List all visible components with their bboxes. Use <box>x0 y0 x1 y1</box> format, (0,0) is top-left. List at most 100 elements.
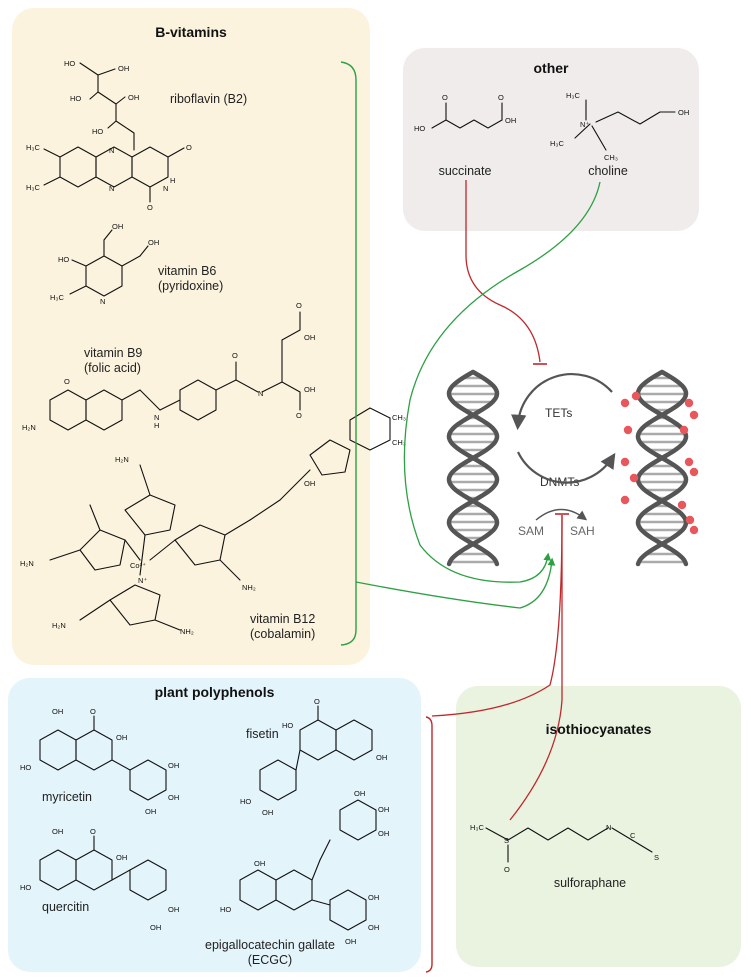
svg-text:O: O <box>90 707 96 716</box>
svg-text:HO: HO <box>64 59 75 68</box>
svg-text:OH: OH <box>378 805 389 814</box>
myricetin-label: myricetin <box>42 790 93 804</box>
vitamin-b9-label: vitamin B9 <box>84 346 143 360</box>
svg-text:O: O <box>232 351 238 360</box>
other-panel <box>403 48 699 231</box>
svg-text:S: S <box>504 836 509 845</box>
svg-text:N: N <box>606 823 611 832</box>
methyl-group-dot <box>620 398 630 408</box>
methyl-group-dot <box>685 515 695 525</box>
svg-text:OH: OH <box>52 827 63 836</box>
svg-text:OH: OH <box>304 385 315 394</box>
svg-text:H₃C: H₃C <box>26 143 40 152</box>
svg-text:HO: HO <box>240 797 251 806</box>
svg-text:OH: OH <box>254 859 265 868</box>
svg-text:HO: HO <box>220 905 231 914</box>
quercitin-structure: O OH HO OH OH OH <box>20 827 179 932</box>
methyl-group-dot <box>623 425 633 435</box>
cobalamin-structure: Co³⁺ N⁺ H₂N H₂N H₂N NH₂ NH₂ OH CH₃ CH₃ <box>20 407 406 636</box>
choline-activation-arrow <box>403 181 601 583</box>
svg-text:OH: OH <box>168 793 179 802</box>
vitamin-b12-label: vitamin B12 <box>250 612 316 626</box>
svg-text:OH: OH <box>262 808 273 817</box>
svg-text:HO: HO <box>414 124 425 133</box>
b-vitamins-bracket <box>340 61 357 646</box>
dna-strand <box>635 369 689 567</box>
dnmts-cycle-arrow <box>517 451 616 484</box>
svg-text:S: S <box>654 853 659 862</box>
svg-text:HO: HO <box>92 127 103 136</box>
sulforaphane-structure: H₃C S O N C S <box>470 823 659 874</box>
svg-text:NH₂: NH₂ <box>180 627 194 636</box>
methyl-group-dot <box>684 398 694 408</box>
svg-text:H₂N: H₂N <box>22 423 36 432</box>
quercitin-label: quercitin <box>42 900 90 914</box>
svg-text:OH: OH <box>128 93 139 102</box>
polyphenols-bracket <box>425 716 433 973</box>
svg-text:OH: OH <box>116 853 127 862</box>
svg-text:O: O <box>314 697 320 706</box>
unmethylated-dna-helix <box>446 369 500 567</box>
svg-text:OH: OH <box>678 108 689 117</box>
svg-text:N: N <box>258 389 263 398</box>
svg-text:H₂N: H₂N <box>115 455 129 464</box>
svg-text:O: O <box>296 411 302 420</box>
svg-text:N: N <box>154 413 159 422</box>
svg-text:O: O <box>147 203 153 212</box>
methyl-group-dot <box>620 457 630 467</box>
svg-text:H₃C: H₃C <box>550 139 564 148</box>
svg-text:CH₃: CH₃ <box>604 153 618 162</box>
plant-polyphenols-title: plant polyphenols <box>154 684 275 700</box>
riboflavin-structure: HO HO OH HO OH N N N O O H H₃C H₃C <box>26 59 192 212</box>
fisetin-label: fisetin <box>246 727 279 741</box>
isothiocyanates-title: isothiocyanates <box>545 721 652 737</box>
svg-text:N: N <box>163 184 168 193</box>
sulforaphane-label: sulforaphane <box>553 876 627 890</box>
svg-text:H₃C: H₃C <box>50 293 64 302</box>
svg-text:N: N <box>109 146 114 155</box>
svg-text:Co³⁺: Co³⁺ <box>130 561 146 570</box>
svg-text:N: N <box>100 297 105 306</box>
sulforaphane-inhibition-line <box>509 515 563 821</box>
svg-text:OH: OH <box>354 789 365 798</box>
isothiocyanates-panel <box>456 686 741 967</box>
methyl-group-dot <box>689 467 699 477</box>
dna-strand <box>635 369 689 567</box>
b-vitamins-activation-arrow <box>355 557 556 609</box>
vitamin-b6-alt-label: (pyridoxine) <box>158 279 224 293</box>
svg-text:OH: OH <box>505 116 516 125</box>
svg-text:C: C <box>630 831 636 840</box>
folic-acid-structure: O N H O N O OH OH O H₂N <box>22 301 315 432</box>
methyl-group-dot <box>631 391 641 401</box>
methylated-dna-helix <box>635 369 689 567</box>
succinate-structure: O O HO OH <box>414 93 516 133</box>
svg-text:O: O <box>504 865 510 874</box>
svg-text:HO: HO <box>58 255 69 264</box>
svg-text:OH: OH <box>145 807 156 816</box>
svg-text:O: O <box>90 827 96 836</box>
methyl-group-dot <box>677 500 687 510</box>
svg-text:OH: OH <box>168 761 179 770</box>
plant-polyphenols-panel <box>8 678 421 972</box>
pyridoxine-structure: OH OH HO N H₃C <box>50 222 159 306</box>
methyl-group-dot <box>629 473 639 483</box>
svg-text:OH: OH <box>304 333 315 342</box>
tets-label: TETs <box>545 406 573 420</box>
svg-text:OH: OH <box>378 829 389 838</box>
choline-structure: N⁺ H₃C H₃C CH₃ OH <box>550 91 689 162</box>
svg-text:N: N <box>109 184 114 193</box>
svg-text:O: O <box>498 93 504 102</box>
svg-text:OH: OH <box>112 222 123 231</box>
b-vitamins-panel <box>12 8 370 665</box>
svg-text:OH: OH <box>368 923 379 932</box>
sam-to-sah-arrow <box>535 508 588 521</box>
b-vitamins-title: B-vitamins <box>155 24 227 40</box>
svg-text:OH: OH <box>168 905 179 914</box>
ecgc-label: epigallocatechin gallate <box>205 938 335 952</box>
succinate-label: succinate <box>438 164 492 178</box>
svg-text:OH: OH <box>304 479 315 488</box>
svg-text:CH₃: CH₃ <box>392 438 406 447</box>
svg-text:H₂N: H₂N <box>20 559 34 568</box>
ecgc-structure: OH HO OH OH OH OH OH OH <box>220 789 389 946</box>
svg-text:OH: OH <box>116 733 127 742</box>
